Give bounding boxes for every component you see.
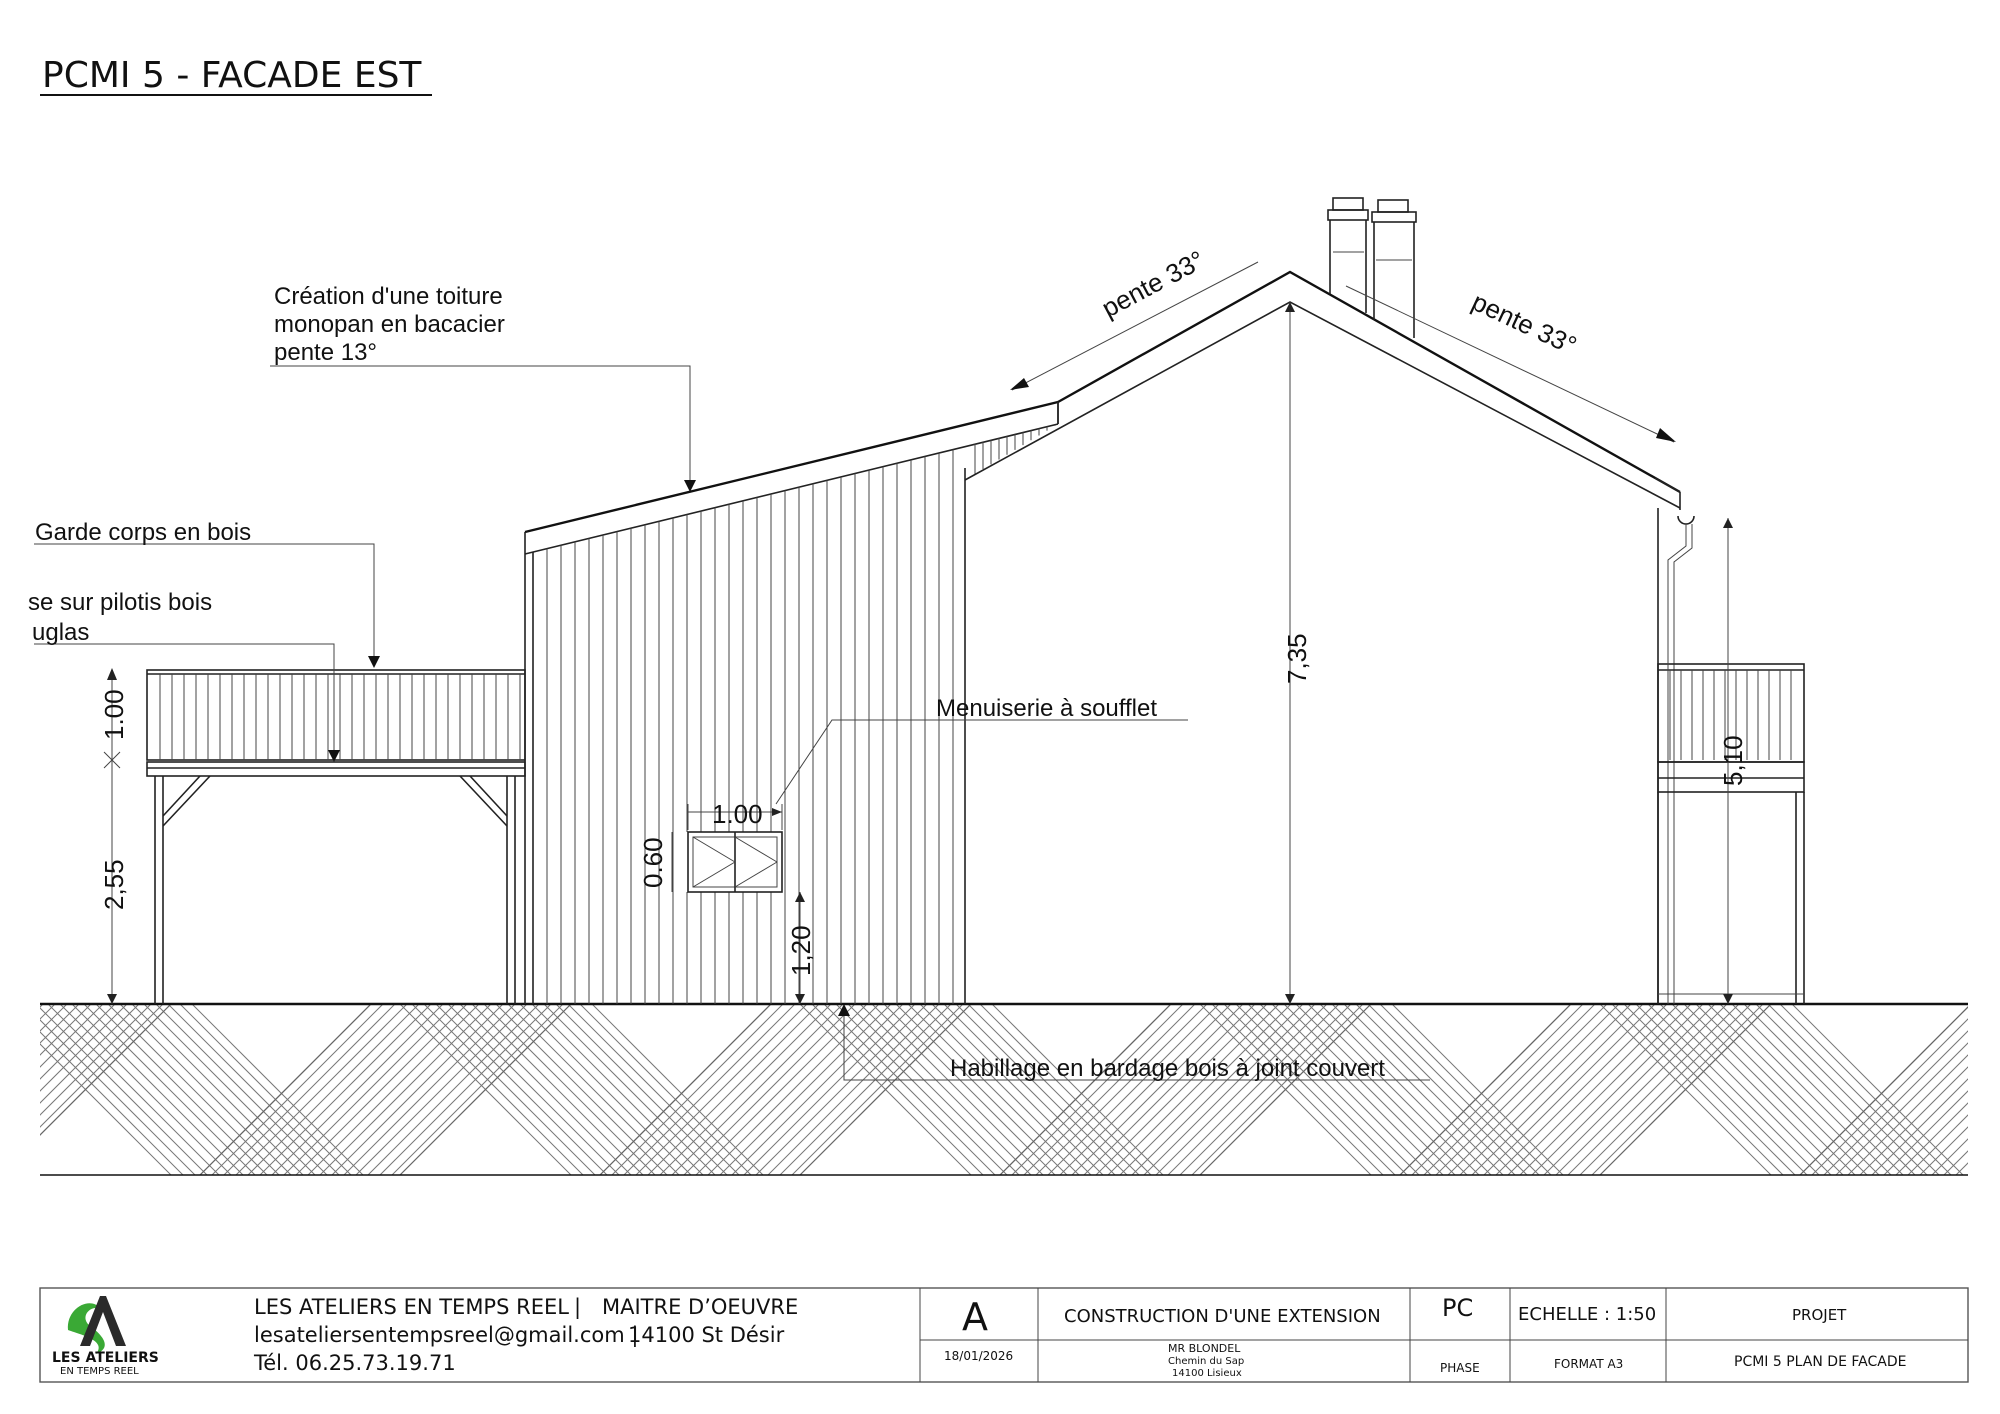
scale: ECHELLE : 1:50 bbox=[1518, 1304, 1656, 1325]
main-house-gable bbox=[964, 270, 1695, 1004]
client-address-1: Chemin du Sap bbox=[1168, 1356, 1244, 1367]
revision-letter: A bbox=[962, 1295, 988, 1339]
pente-left-label: pente 33° bbox=[1097, 244, 1210, 323]
dim-window-sill: 1,20 bbox=[786, 925, 816, 976]
plan-name: PCMI 5 PLAN DE FACADE bbox=[1734, 1354, 1906, 1370]
annotations: Création d'une toiture monopan en bacaci… bbox=[28, 244, 1748, 1082]
logo-text-1: LES ATELIERS bbox=[52, 1350, 159, 1366]
phase-label: PHASE bbox=[1440, 1361, 1480, 1375]
projet-label: PROJET bbox=[1792, 1306, 1847, 1324]
leader-lines bbox=[34, 261, 1676, 1081]
dim-window-height: 0.60 bbox=[638, 837, 668, 888]
toiture-label-3: pente 13° bbox=[274, 339, 377, 366]
date: 18/01/2026 bbox=[944, 1349, 1013, 1363]
toiture-label-2: monopan en bacacier bbox=[274, 311, 505, 338]
toiture-label-1: Création d'une toiture bbox=[274, 283, 503, 310]
title-block: LES ATELIERS EN TEMPS REEL LES ATELIERS … bbox=[39, 1287, 1969, 1383]
garde-corps-label: Garde corps en bois bbox=[35, 519, 251, 546]
right-balcony bbox=[1657, 560, 1805, 1004]
company-separator: | bbox=[574, 1295, 581, 1320]
window-soufflet bbox=[687, 831, 783, 893]
client-name: MR BLONDEL bbox=[1168, 1342, 1241, 1355]
deck-structure bbox=[146, 669, 526, 1004]
company-name: LES ATELIERS EN TEMPS REEL bbox=[254, 1295, 569, 1319]
company-role: MAITRE D’OEUVRE bbox=[602, 1295, 798, 1319]
pilotis-label-2: uglas bbox=[32, 619, 89, 646]
company-phone: Tél. 06.25.73.19.71 bbox=[253, 1351, 456, 1375]
pente-right-label: pente 33° bbox=[1467, 286, 1581, 360]
extension-volume bbox=[524, 400, 1059, 1004]
company-city: 14100 St Désir bbox=[628, 1323, 785, 1347]
drawing-title: PCMI 5 - FACADE EST bbox=[42, 55, 422, 96]
format: FORMAT A3 bbox=[1554, 1357, 1623, 1371]
ground-hatching bbox=[40, 1004, 1968, 1175]
company-logo: LES ATELIERS EN TEMPS REEL bbox=[52, 1296, 159, 1377]
project-title: CONSTRUCTION D'UNE EXTENSION bbox=[1064, 1306, 1381, 1327]
habillage-label: Habillage en bardage bois à joint couver… bbox=[950, 1055, 1385, 1082]
logo-text-2: EN TEMPS REEL bbox=[60, 1366, 139, 1377]
dim-pilotis: 2,55 bbox=[99, 859, 129, 910]
company-email: lesateliersentempsreel@gmail.com | bbox=[254, 1323, 638, 1348]
dim-window-width: 1.00 bbox=[712, 799, 763, 829]
dim-right: 5,10 bbox=[1718, 735, 1748, 786]
client-address-2: 14100 Lisieux bbox=[1172, 1368, 1242, 1379]
dim-ridge: 7,35 bbox=[1282, 633, 1312, 684]
pilotis-label-1: se sur pilotis bois bbox=[28, 589, 212, 616]
dim-garde-corps: 1.00 bbox=[99, 689, 129, 740]
menuiserie-label: Menuiserie à soufflet bbox=[936, 695, 1157, 722]
phase-value: PC bbox=[1442, 1294, 1473, 1322]
dimension-lines bbox=[103, 302, 1733, 1004]
